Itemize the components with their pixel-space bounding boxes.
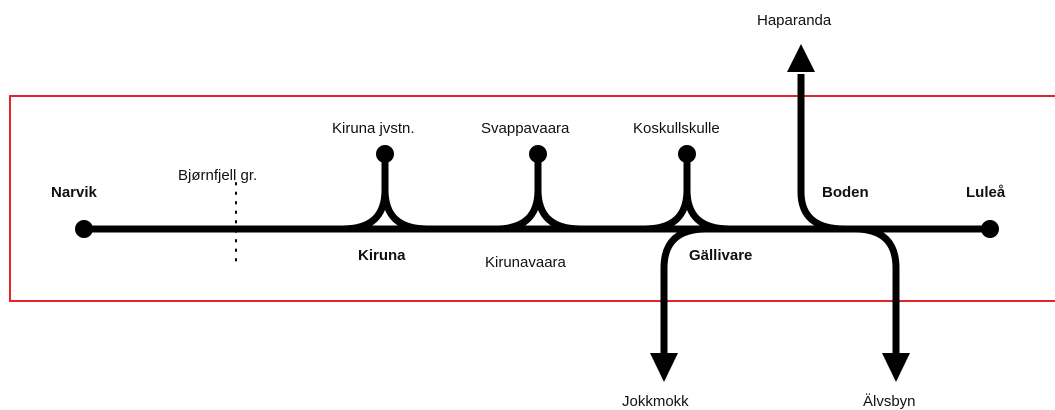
kiruna-jvstn-terminus bbox=[376, 145, 394, 163]
highlight-box bbox=[9, 95, 1055, 302]
label-kiruna-jvstn: Kiruna jvstn. bbox=[332, 120, 415, 137]
spur-kiruna-jvstn bbox=[342, 154, 428, 233]
label-alvsbyn: Älvsbyn bbox=[863, 393, 916, 410]
label-gallivare: Gällivare bbox=[689, 247, 752, 264]
label-svappavaara: Svappavaara bbox=[481, 120, 570, 137]
alvsbyn-arrow bbox=[882, 353, 910, 382]
label-bjornfjell: Bjørnfjell gr. bbox=[178, 167, 257, 184]
spur-koskullskulle bbox=[644, 154, 730, 233]
label-kiruna: Kiruna bbox=[358, 247, 406, 264]
label-kirunavaara: Kirunavaara bbox=[485, 254, 567, 271]
spur-svappavaara bbox=[495, 154, 581, 233]
label-haparanda: Haparanda bbox=[757, 12, 832, 29]
haparanda-arrow bbox=[787, 44, 815, 72]
koskullskulle-terminus bbox=[678, 145, 696, 163]
narvik-terminus bbox=[75, 220, 93, 238]
branch-haparanda bbox=[797, 74, 846, 233]
branch-alvsbyn bbox=[854, 225, 900, 358]
label-narvik: Narvik bbox=[51, 184, 98, 201]
label-koskullskulle: Koskullskulle bbox=[633, 120, 720, 137]
label-lulea: Luleå bbox=[966, 184, 1006, 201]
label-jokkmokk: Jokkmokk bbox=[622, 393, 689, 410]
svappavaara-terminus bbox=[529, 145, 547, 163]
jokkmokk-arrow bbox=[650, 353, 678, 382]
branch-jokkmokk bbox=[660, 225, 707, 358]
lulea-terminus bbox=[981, 220, 999, 238]
label-boden: Boden bbox=[822, 184, 869, 201]
